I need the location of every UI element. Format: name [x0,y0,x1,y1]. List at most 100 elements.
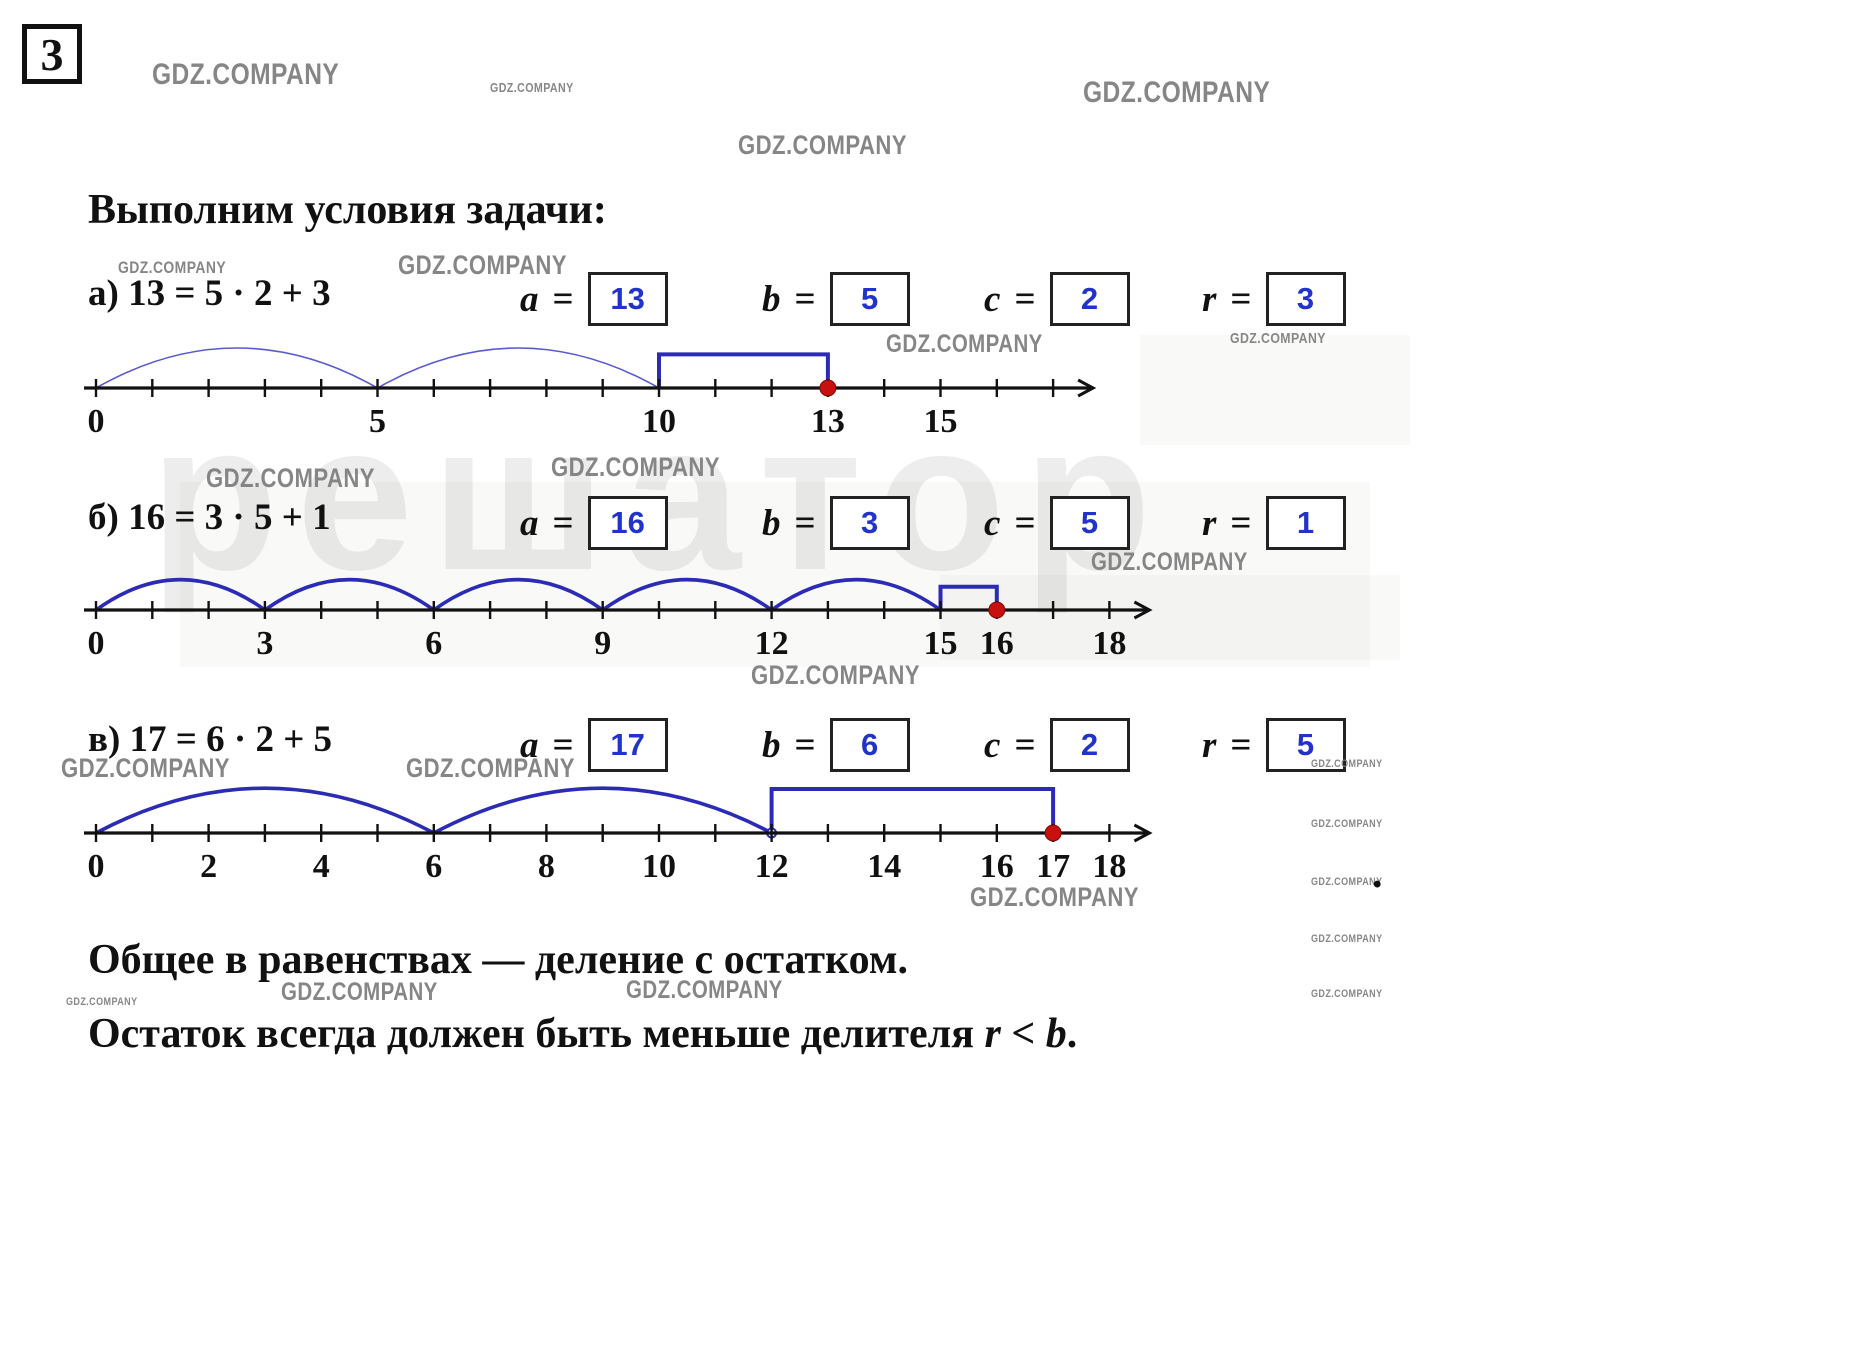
equals-sign: = [552,278,574,320]
variable-name: r [1202,724,1217,766]
conclusion-line-2: Остаток всегда должен быть меньше делите… [88,1010,1077,1058]
variable-name: a [520,502,539,544]
watermark-text: GDZ.COMPANY [61,753,230,783]
tick-label: 0 [88,625,105,662]
watermark-text: GDZ.COMPANY [398,250,567,280]
jump-arc [601,577,773,612]
tick-label: 9 [594,625,611,662]
stray-period: . [1372,851,1383,897]
equals-sign: = [794,502,816,544]
answer-box-b: 6 [829,718,910,772]
watermark-text: GDZ.COMPANY [1311,933,1383,945]
answer-box-a: 13 [587,272,668,326]
equals-sign: = [794,278,816,320]
watermark-text: GDZ.COMPANY [551,452,720,482]
axis-arrow [1133,823,1153,843]
variable-name: b [762,724,781,766]
watermark-text: GDZ.COMPANY [206,463,375,493]
jump-arc [263,577,435,612]
equals-sign: = [1230,502,1252,544]
conclusion-line-2-period: . [1066,1011,1078,1057]
answer-group-c: c=5 [984,496,1130,550]
tick-label: 18 [1092,848,1126,885]
jump-arc [432,577,604,612]
watermark-text: GDZ.COMPANY [886,330,1043,358]
answer-box-c: 5 [1049,496,1130,550]
tick-label: 2 [200,848,217,885]
remainder-bracket [769,787,1056,833]
equals-sign: = [794,724,816,766]
problem-number-badge: 3 [22,24,82,84]
equation-b: б) 16 = 3 · 5 + 1 [88,497,331,538]
conclusion-line-2-text: Остаток всегда должен быть меньше делите… [88,1011,985,1057]
answer-group-a: a=16 [520,496,668,550]
tick-label: 16 [980,848,1014,885]
variable-name: a [520,724,539,766]
answer-box-r: 1 [1265,496,1346,550]
page-title: Выполним условия задачи: [88,187,607,233]
answer-group-b: b = 6 [762,718,910,772]
watermark-text: GDZ.COMPANY [1230,330,1326,347]
tick-label: 10 [642,403,676,440]
tick-label: 18 [1092,625,1126,662]
axis-arrow [1077,378,1097,398]
equation-a: а) 13 = 5 · 2 + 3 [88,273,331,314]
tick-label: 12 [755,625,789,662]
tick-label: 15 [924,625,958,662]
answer-group-r: r=1 [1202,496,1346,550]
answer-box-a: 16 [587,496,668,550]
equals-sign: = [1230,724,1252,766]
watermark-text: GDZ.COMPANY [970,882,1139,912]
answer-group-a: a=17 [520,718,668,772]
tick-label: 15 [924,403,958,440]
watermark-text: GDZ.COMPANY [1311,988,1383,1000]
answer-group-c: c=2 [984,718,1130,772]
tick-label: 14 [867,848,901,885]
answer-box-r: 5 [1265,718,1346,772]
variable-name: b [762,278,781,320]
tick-label: 0 [88,403,105,440]
variable-name: c [984,502,1001,544]
answer-group-a: a=13 [520,272,668,326]
watermark-text: GDZ.COMPANY [738,130,907,160]
remainder-inequality: r < b [984,1011,1067,1057]
tick-label: 12 [755,848,789,885]
answer-group-r: r = 5 [1202,718,1346,772]
tick-label: 8 [538,848,555,885]
answer-box-c: 2 [1049,272,1130,326]
answer-box-r: 3 [1265,272,1346,326]
equals-sign: = [1014,724,1036,766]
tick-label: 5 [369,403,386,440]
watermark-text: GDZ.COMPANY [281,978,438,1006]
watermark-text: GDZ.COMPANY [751,660,920,690]
watermark-text: GDZ.COMPANY [66,996,138,1008]
variable-name: r [1202,278,1217,320]
answer-box-b: 5 [829,272,910,326]
jump-arc [95,347,378,389]
result-dot [988,601,1006,619]
watermark-text: GDZ.COMPANY [1311,818,1383,830]
tick-label: 3 [256,625,273,662]
remainder-bracket [657,352,830,388]
watermark-text: GDZ.COMPANY [1311,876,1383,888]
axis-arrow [1133,600,1153,620]
watermark-text: GDZ.COMPANY [152,58,340,91]
answer-box-b: 3 [829,496,910,550]
jump-arc [95,786,435,835]
jump-arc [94,577,266,612]
watermark-text: GDZ.COMPANY [118,258,227,277]
watermark-text: GDZ.COMPANY [490,80,574,95]
watermark-text: GDZ.COMPANY [1083,76,1271,109]
remainder-bracket [938,584,999,610]
conclusion-line-1: Общее в равенствах — деление с остатком. [88,937,908,983]
answer-group-r: r=3 [1202,272,1346,326]
answer-group-c: c=2 [984,272,1130,326]
variable-name: c [984,724,1001,766]
